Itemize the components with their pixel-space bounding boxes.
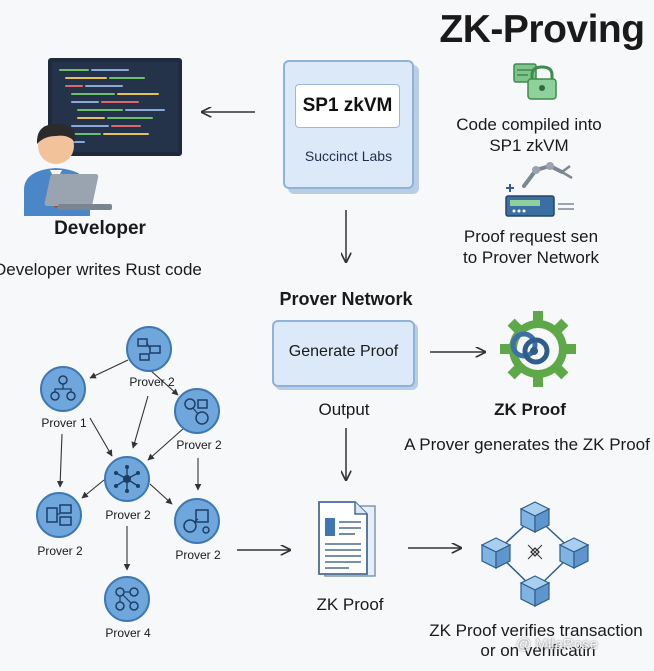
step-compiled-caption: Code compiled into SP1 zkVM <box>456 115 602 155</box>
gear-proof-icon <box>494 307 578 391</box>
generate-proof-label: Generate Proof <box>288 343 399 360</box>
proof-request-machine-icon <box>502 162 582 218</box>
output-label: Output <box>318 400 370 419</box>
prover-label: Prover 2 <box>37 544 83 558</box>
sp1-zkvm-card: SP1 zkVM Succinct Labs <box>283 60 414 189</box>
prover-label: Prover 2 <box>105 508 151 522</box>
blockchain-network-icon <box>474 494 596 612</box>
prover-label: Prover 2 <box>175 548 221 562</box>
sp1-zkvm-title: SP1 zkVM <box>302 95 393 116</box>
prover-node-lower-left <box>36 492 82 538</box>
sp1-zkvm-title-box: SP1 zkVM <box>295 84 400 128</box>
prover-node-bottom <box>104 576 150 622</box>
developer-heading: Developer <box>54 218 146 239</box>
lock-icon <box>512 62 558 100</box>
zk-proof-caption: A Prover generates the ZK Proof <box>404 435 650 454</box>
cube-icon <box>480 501 590 607</box>
prover-network-heading: Prover Network <box>279 289 413 309</box>
verify-caption-line1: ZK Proof verifies transaction <box>429 621 643 640</box>
zk-proof-doc-label: ZK Proof <box>316 595 384 614</box>
prover-label: Prover 2 <box>176 438 222 452</box>
prover-node-lower-right <box>174 498 220 544</box>
prover-node-top <box>126 326 172 372</box>
zk-proof-document-icon <box>315 500 379 578</box>
generate-proof-box: Generate Proof <box>272 320 415 387</box>
prover-label: Prover 1 <box>41 416 87 430</box>
prover-node-hub <box>104 456 150 502</box>
verify-caption-line2: or on verificatin <box>480 641 596 660</box>
step-request-caption: Proof request sen to Prover Network <box>462 227 600 267</box>
prover-label: Prover 4 <box>105 626 151 640</box>
prover-node-left <box>40 366 86 412</box>
zk-proof-heading: ZK Proof <box>494 400 566 419</box>
developer-avatar-icon <box>6 112 116 216</box>
watermark: @ MilaRose <box>516 636 598 653</box>
page-title: ZK-Proving <box>439 8 645 51</box>
sp1-zkvm-subtitle: Succinct Labs <box>304 148 393 164</box>
prover-label: Prover 2 <box>129 375 175 389</box>
prover-node-right-upper <box>174 388 220 434</box>
developer-caption: Developer writes Rust code <box>0 260 202 279</box>
